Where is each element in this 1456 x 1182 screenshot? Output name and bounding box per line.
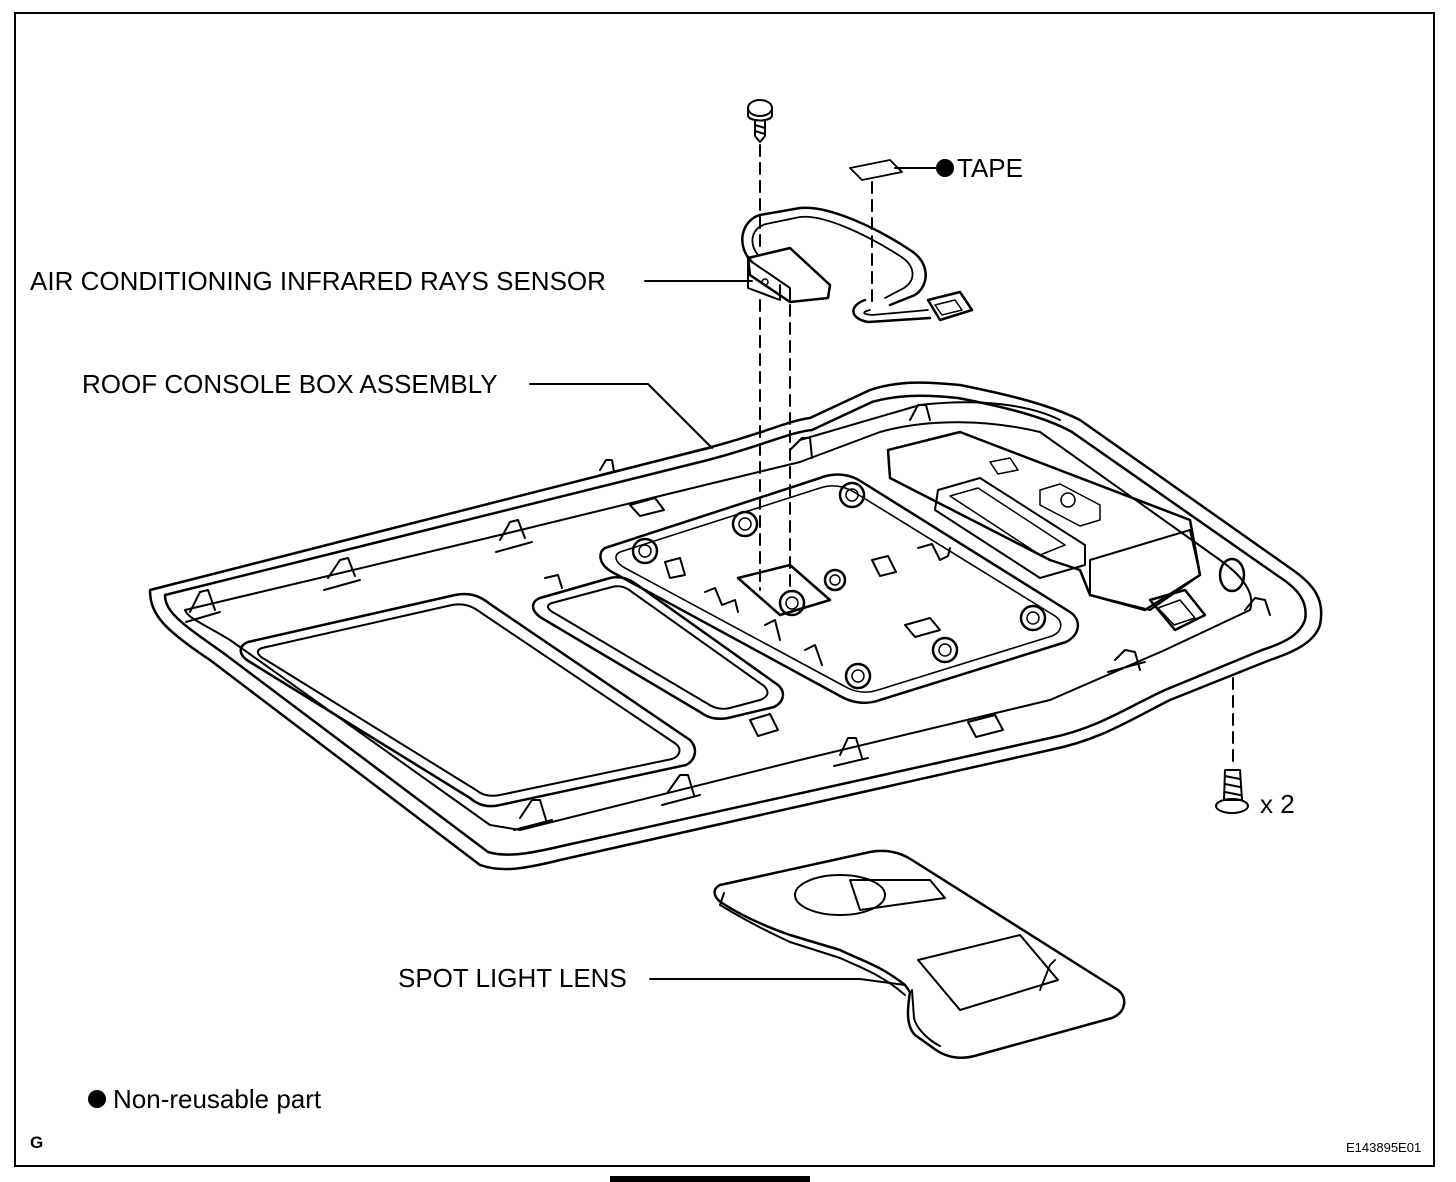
top-screw [747, 99, 773, 143]
second-opening [531, 576, 785, 720]
cropped-footer-mark [610, 1176, 810, 1182]
tape-part [849, 159, 903, 181]
legend-dot [88, 1090, 106, 1108]
roof-console-box [148, 381, 1323, 871]
leader-lines [529, 167, 941, 986]
sensor-label: AIR CONDITIONING INFRARED RAYS SENSOR [30, 266, 606, 296]
infrared-sensor [741, 206, 974, 324]
spot-light-lens-label: SPOT LIGHT LENS [398, 963, 627, 993]
electronics-block [886, 430, 1246, 632]
screw-quantity-label: x 2 [1260, 789, 1295, 819]
figure-id: E143895E01 [1346, 1140, 1422, 1155]
large-opening [239, 592, 697, 808]
clips [185, 404, 1271, 831]
legend-text: Non-reusable part [113, 1084, 322, 1114]
spot-light-lens [713, 849, 1126, 1059]
bottom-screw [1215, 769, 1249, 814]
center-panel [599, 473, 1079, 705]
console-label: ROOF CONSOLE BOX ASSEMBLY [82, 369, 498, 399]
tape-label: TAPE [957, 153, 1023, 183]
tape-non-reusable-dot [936, 159, 954, 177]
corner-letter: G [30, 1133, 44, 1152]
diagram-frame [14, 12, 1435, 1167]
dashed-guides [759, 144, 1234, 767]
